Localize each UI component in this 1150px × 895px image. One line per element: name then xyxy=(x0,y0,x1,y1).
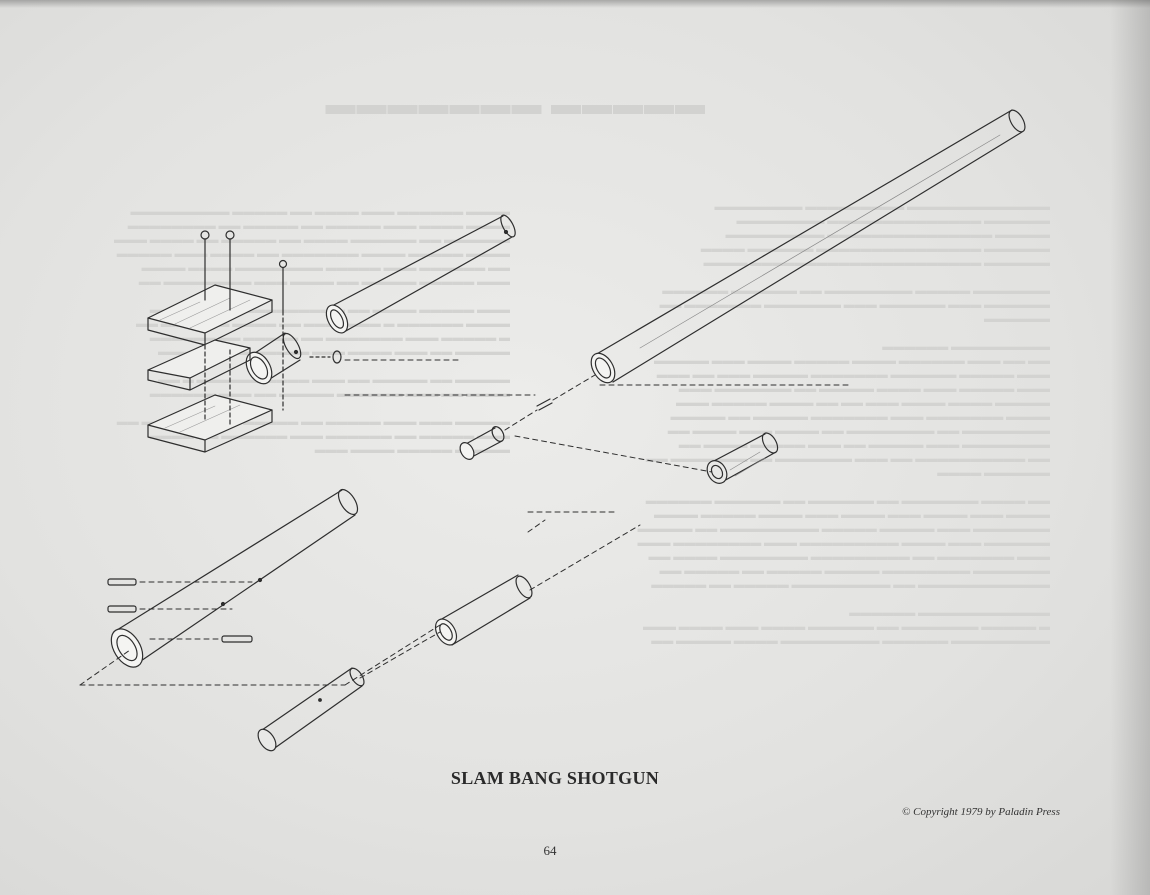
lower-medium-tube xyxy=(434,574,533,646)
assembly-lines xyxy=(79,359,851,686)
figure-caption: SLAM BANG SHOTGUN xyxy=(450,768,660,788)
pins-left xyxy=(107,578,253,643)
lower-tube xyxy=(110,488,359,668)
bushing xyxy=(459,426,505,460)
bolts xyxy=(200,230,288,426)
upper-receiver-tube xyxy=(325,214,516,334)
top-shadow xyxy=(0,0,1150,8)
wood-block-lower xyxy=(147,394,273,453)
wooden-rod xyxy=(257,667,365,752)
copyright-notice: © Copyright 1979 by Paladin Press xyxy=(902,806,1060,818)
page-number: 64 xyxy=(543,843,557,858)
wooden-plug xyxy=(706,432,779,484)
binding-edge-shadow xyxy=(1110,0,1150,895)
wood-block-upper xyxy=(147,284,273,346)
barrel-long xyxy=(590,109,1026,384)
firing-pin xyxy=(536,398,553,411)
wood-block-middle xyxy=(147,339,251,391)
pin-small xyxy=(309,350,342,364)
